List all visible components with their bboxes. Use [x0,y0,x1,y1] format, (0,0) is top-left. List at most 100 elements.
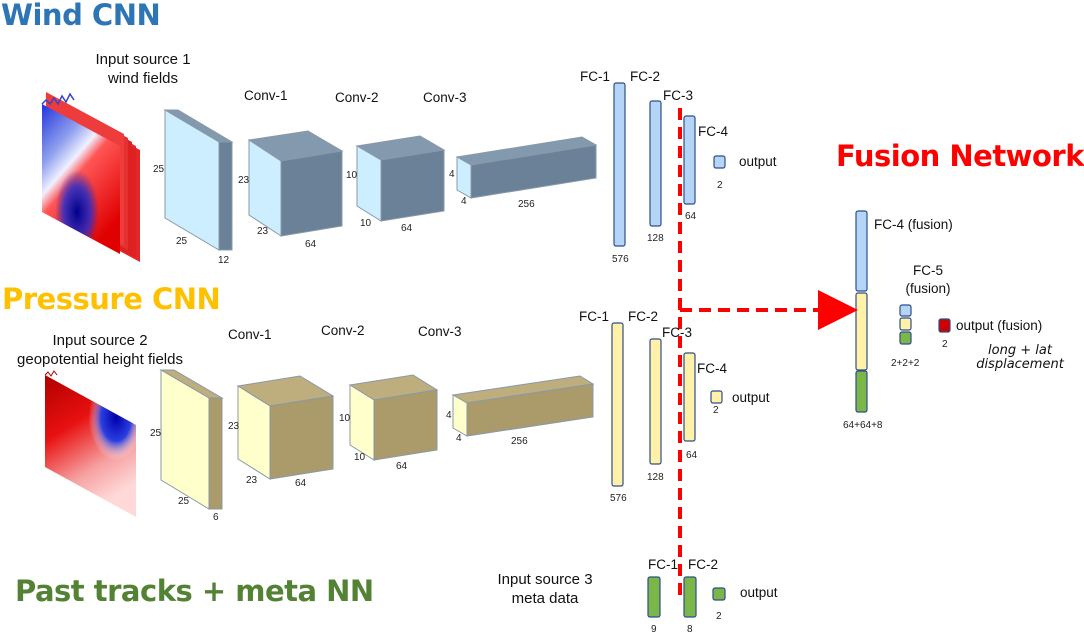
wind-input-dim-w: 25 [176,236,188,247]
pressure-conv1-dim-d: 64 [295,478,307,489]
fusion-fc5-label: FC-5 (fusion) [893,262,963,298]
wind-fc3-bar [683,115,696,205]
pressure-conv1-label: Conv-1 [228,327,272,342]
meta-fc1-size: 9 [651,624,657,635]
pressure-input-label-line1: Input source 2 [52,332,148,349]
pressure-fc3-bar [683,352,696,442]
fusion-fc4-size: 64+64+8 [843,420,883,431]
meta-fc2-bar [683,576,697,618]
fusion-fc5-label-line1: FC-5 [913,263,943,278]
meta-output-label: output [740,585,778,600]
meta-fc2-size: 8 [687,624,693,635]
meta-nn-title: Past tracks + meta NN [15,574,374,608]
wind-conv3-box [455,136,598,199]
pressure-input-dim-d: 6 [213,512,219,523]
meta-fc1-bar [647,576,661,618]
meta-input-label: Input source 3 meta data [490,570,600,608]
pressure-conv3-dim-h: 4 [446,410,452,421]
wind-input-heatmap [41,92,140,262]
wind-input-label-line1: Input source 1 [95,51,191,68]
pressure-conv2-dim-d: 64 [396,461,408,472]
fusion-output-label: output (fusion) [956,318,1043,333]
pressure-input-heatmap [44,370,136,517]
fusion-output-note-line2: displacement [976,357,1064,372]
pressure-conv3-label: Conv-3 [418,324,462,339]
wind-output-label: output [739,154,777,169]
meta-output-size: 2 [716,611,722,622]
pressure-fc3-size: 64 [686,450,698,461]
wind-conv2-dim-w: 10 [360,218,372,229]
meta-input-label-line2: meta data [511,590,579,607]
pressure-fc1-bar [611,322,624,487]
wind-conv2-dim-d: 64 [401,223,413,234]
wind-conv3-dim-d: 256 [518,199,535,210]
fusion-fc5-label-line2: (fusion) [905,281,951,296]
pressure-fc1-size: 576 [610,493,627,504]
wind-conv1-dim-d: 64 [305,239,317,250]
fusion-fc4-bar [855,210,868,413]
wind-conv3-dim-w: 4 [461,196,467,207]
wind-input-layer-box [163,109,234,251]
pressure-fc2-bar [649,338,662,465]
pressure-conv3-box [451,375,595,437]
meta-fc2-label: FC-2 [688,557,718,572]
pressure-input-label: Input source 2 geopotential height field… [5,331,195,369]
pressure-conv3-dim-w: 4 [456,433,462,444]
pressure-conv2-box [348,374,439,461]
wind-fc4-label: FC-4 [698,124,728,139]
wind-fc1-bar [613,82,626,247]
meta-input-label-line1: Input source 3 [497,571,593,588]
fusion-output-note-line1: long + lat [988,343,1052,358]
pressure-fc2-size: 128 [647,472,664,483]
wind-fc1-size: 576 [612,254,629,265]
pressure-conv1-box [236,375,335,480]
wind-conv2-label: Conv-2 [335,90,379,105]
wind-conv3-label: Conv-3 [423,90,467,105]
pressure-fc2-label: FC-2 [628,309,658,324]
pressure-fc3-label: FC-3 [662,325,692,340]
wind-conv1-dim-h: 23 [238,175,250,186]
pressure-cnn-title: Pressure CNN [2,282,221,316]
wind-conv1-box [247,130,344,237]
pressure-conv3-dim-d: 256 [511,436,528,447]
wind-fc3-size: 64 [685,211,697,222]
pressure-output-box [710,390,723,404]
pressure-conv2-dim-h: 10 [339,413,351,424]
pressure-input-label-line2: geopotential height fields [17,351,183,368]
wind-fc2-bar [649,100,662,227]
pressure-conv2-dim-w: 10 [354,452,366,463]
pressure-fc1-label: FC-1 [579,309,609,324]
wind-conv2-dim-h: 10 [346,170,358,181]
pressure-output-size: 2 [713,405,719,416]
wind-output-box [713,155,726,169]
meta-output-box [712,587,726,601]
fusion-fc5-size: 2+2+2 [891,358,920,369]
fusion-fc4-label: FC-4 (fusion) [874,217,953,232]
wind-input-label: Input source 1 wind fields [82,50,204,88]
wind-input-label-line2: wind fields [107,70,179,87]
pressure-input-dim-h: 25 [150,428,162,439]
wind-fc2-size: 128 [647,233,664,244]
wind-cnn-title: Wind CNN [1,0,161,32]
pressure-conv1-dim-w: 23 [246,475,258,486]
pressure-conv2-label: Conv-2 [321,323,365,338]
wind-conv1-dim-w: 23 [257,226,269,237]
fusion-fc5-bar [899,304,912,345]
pressure-input-dim-w: 25 [178,496,190,507]
wind-conv1-label: Conv-1 [244,88,288,103]
wind-conv2-box [355,135,446,222]
wind-output-size: 2 [717,180,723,191]
meta-fc1-label: FC-1 [648,557,678,572]
wind-input-dim-d: 12 [218,255,230,266]
wind-fc2-label: FC-2 [630,69,660,84]
pressure-fc4-label: FC-4 [697,361,727,376]
fusion-network-title: Fusion Network [836,139,1084,173]
pressure-input-layer-box [159,369,224,510]
fusion-output-size: 2 [942,339,948,350]
pressure-output-label: output [732,390,770,405]
pressure-conv1-dim-h: 23 [228,421,240,432]
wind-conv3-dim-h: 4 [449,169,455,180]
wind-input-dim-h: 25 [153,164,165,175]
